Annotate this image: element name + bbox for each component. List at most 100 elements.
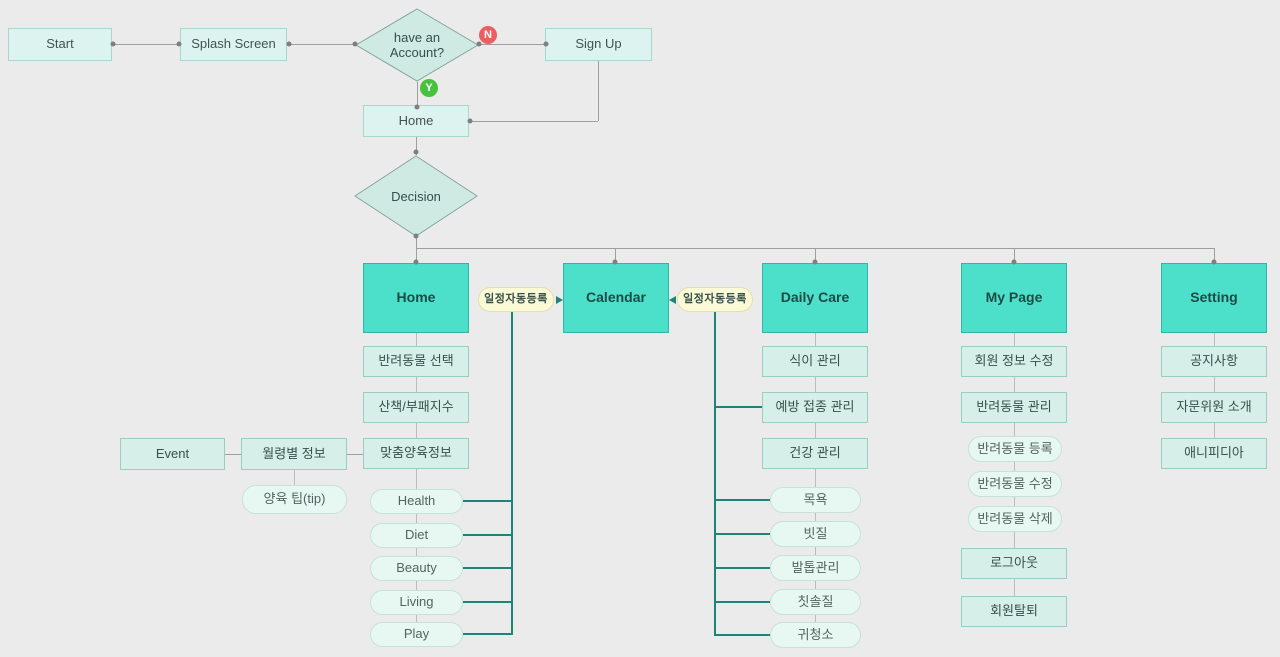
node-splash-screen[interactable]: Splash Screen	[180, 28, 287, 61]
column-link	[1014, 497, 1015, 506]
node-monthly-info[interactable]: 월령별 정보	[241, 438, 347, 470]
have-account-label: have an Account?	[389, 30, 445, 60]
connector-signup-down	[598, 61, 599, 121]
setting-item-notice[interactable]: 공지사항	[1161, 346, 1267, 377]
node-start[interactable]: Start	[8, 28, 112, 61]
connector-monthly-tip	[294, 470, 295, 485]
teal-branch-ear	[714, 634, 770, 636]
daily-item-vaccination[interactable]: 예방 접종 관리	[762, 392, 868, 423]
node-sign-up[interactable]: Sign Up	[545, 28, 652, 61]
teal-branch-brush	[714, 533, 770, 535]
connector-dot	[1011, 259, 1017, 265]
home-item-custom-care-info[interactable]: 맞춤양육정보	[363, 438, 469, 469]
connector-event-monthly	[225, 454, 241, 455]
column-link	[416, 615, 417, 622]
column-link	[1014, 333, 1015, 346]
connector-monthly-custom	[347, 454, 363, 455]
connector-dot	[476, 41, 482, 47]
column-link	[1214, 423, 1215, 438]
node-decision-diamond[interactable]: Decision	[354, 155, 478, 237]
daily-item-feeding[interactable]: 식이 관리	[762, 346, 868, 377]
connector-splash-diamond	[287, 44, 357, 45]
auto-schedule-badge-right[interactable]: 일정자동등록	[677, 287, 753, 312]
teal-branch-play	[463, 633, 512, 635]
node-event[interactable]: Event	[120, 438, 225, 470]
header-daily-care[interactable]: Daily Care	[762, 263, 868, 333]
column-link	[416, 333, 417, 346]
daily-pill-bath[interactable]: 목욕	[770, 487, 861, 513]
teal-branch-health	[463, 500, 512, 502]
auto-schedule-badge-left[interactable]: 일정자동등록	[478, 287, 554, 312]
connector-diamond-signup	[477, 44, 545, 45]
setting-item-advisors[interactable]: 자문위원 소개	[1161, 392, 1267, 423]
teal-branch-beauty	[463, 567, 512, 569]
home-item-walk-index[interactable]: 산책/부패지수	[363, 392, 469, 423]
column-link	[416, 469, 417, 489]
setting-item-anipedia[interactable]: 애니피디아	[1161, 438, 1267, 469]
home-pill-diet[interactable]: Diet	[370, 523, 463, 548]
connector-start-splash	[112, 44, 180, 45]
mypage-pill-pet-delete[interactable]: 반려동물 삭제	[968, 506, 1062, 532]
node-have-account-diamond[interactable]: have an Account?	[355, 8, 479, 82]
header-calendar[interactable]: Calendar	[563, 263, 669, 333]
column-link	[815, 547, 816, 555]
home-pill-living[interactable]: Living	[370, 590, 463, 615]
column-link	[1214, 333, 1215, 346]
connector-drop-mypage	[1014, 248, 1015, 263]
column-link	[815, 513, 816, 521]
column-link	[1014, 532, 1015, 548]
connector-dot	[413, 259, 419, 265]
column-link	[815, 377, 816, 392]
node-home[interactable]: Home	[363, 105, 469, 137]
mypage-item-logout[interactable]: 로그아웃	[961, 548, 1067, 579]
home-item-pet-select[interactable]: 반려동물 선택	[363, 346, 469, 377]
connector-dot	[352, 41, 358, 47]
mypage-item-withdraw[interactable]: 회원탈퇴	[961, 596, 1067, 627]
diamond-shape	[355, 8, 479, 82]
daily-pill-ear-cleaning[interactable]: 귀청소	[770, 622, 861, 648]
home-pill-play[interactable]: Play	[370, 622, 463, 647]
branch-no-badge[interactable]: N	[479, 26, 497, 44]
branch-yes-badge[interactable]: Y	[420, 79, 438, 97]
header-home[interactable]: Home	[363, 263, 469, 333]
daily-pill-tooth-brushing[interactable]: 칫솔질	[770, 589, 861, 615]
column-link	[416, 423, 417, 438]
connector-dot	[286, 41, 292, 47]
connector-dot	[543, 41, 549, 47]
connector-dot	[110, 41, 116, 47]
connector-dot	[1211, 259, 1217, 265]
mypage-pill-pet-edit[interactable]: 반려동물 수정	[968, 471, 1062, 497]
connector-dot	[413, 149, 419, 155]
daily-pill-brushing[interactable]: 빗질	[770, 521, 861, 547]
header-my-page[interactable]: My Page	[961, 263, 1067, 333]
daily-item-health-care[interactable]: 건강 관리	[762, 438, 868, 469]
connector-dot	[176, 41, 182, 47]
column-link	[815, 615, 816, 622]
column-link	[815, 423, 816, 438]
arrow-into-calendar-right	[669, 296, 676, 304]
connector-drop-calendar	[615, 248, 616, 263]
teal-branch-diet	[463, 534, 512, 536]
header-setting[interactable]: Setting	[1161, 263, 1267, 333]
home-pill-beauty[interactable]: Beauty	[370, 556, 463, 581]
daily-pill-nail-care[interactable]: 발톱관리	[770, 555, 861, 581]
arrow-into-calendar-left	[556, 296, 563, 304]
teal-branch-bath	[714, 499, 770, 501]
mypage-item-edit-profile[interactable]: 회원 정보 수정	[961, 346, 1067, 377]
column-link	[1014, 423, 1015, 436]
column-link	[1214, 377, 1215, 392]
mypage-pill-pet-register[interactable]: 반려동물 등록	[968, 436, 1062, 462]
teal-tree-dailycare	[714, 312, 716, 635]
connector-dot	[812, 259, 818, 265]
home-pill-health[interactable]: Health	[370, 489, 463, 514]
node-care-tip[interactable]: 양육 팁(tip)	[242, 485, 347, 514]
column-link	[815, 469, 816, 487]
mypage-item-pet-manage[interactable]: 반려동물 관리	[961, 392, 1067, 423]
teal-branch-nail	[714, 567, 770, 569]
column-link	[1014, 462, 1015, 471]
column-link	[1014, 377, 1015, 392]
column-link	[416, 548, 417, 556]
teal-branch-vaccine	[714, 406, 762, 408]
teal-branch-living	[463, 601, 512, 603]
teal-tree-home	[511, 312, 513, 635]
